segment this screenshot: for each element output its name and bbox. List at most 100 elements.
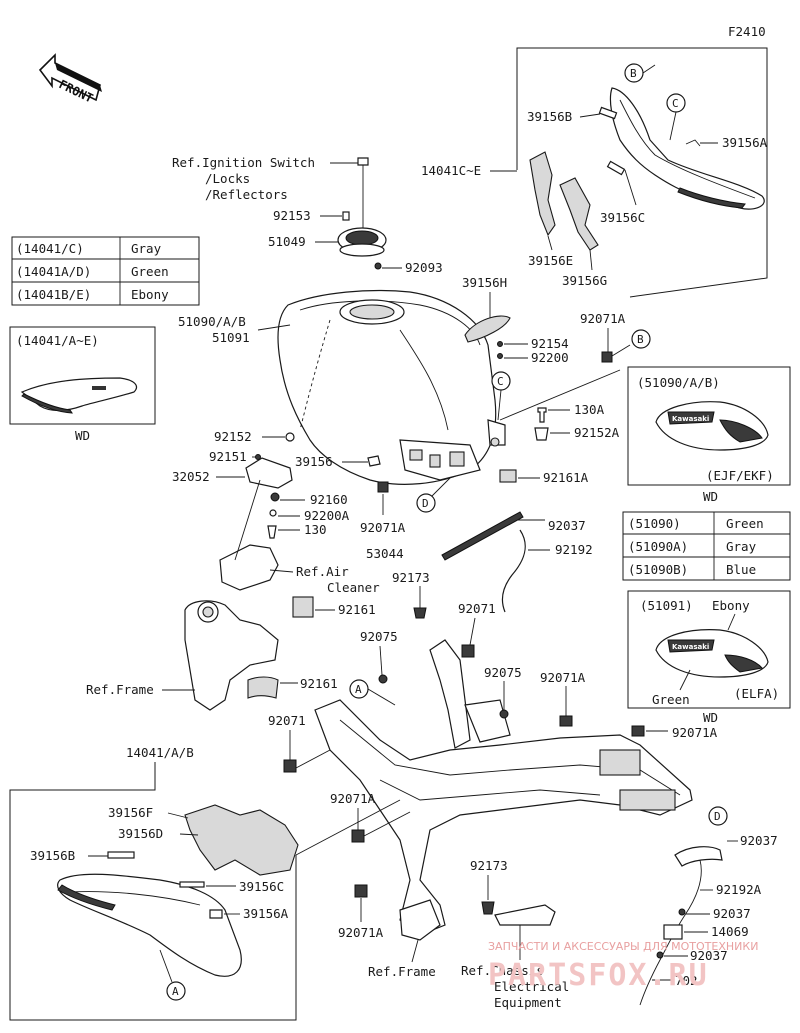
label-39156C-low: 39156C (239, 879, 284, 894)
inset-tank2-color-bottom: Green (652, 692, 690, 707)
inset-cover-caption: WD (75, 428, 90, 443)
circle-label-c-2: C (497, 375, 504, 388)
label-92037-r3: 92037 (690, 948, 728, 963)
label-92192A: 92192A (716, 882, 762, 897)
watermark-line2: PARTSFOX.RU (488, 958, 709, 993)
label-92071-left: 92071 (268, 713, 306, 728)
label-53044: 53044 (366, 546, 404, 561)
label-92075-right: 92075 (484, 665, 522, 680)
cover-color-3: Ebony (131, 287, 169, 302)
label-39156B-low: 39156B (30, 848, 75, 863)
ref-frame-bottom: Ref.Frame (368, 964, 436, 979)
label-92173-bottom: 92173 (470, 858, 508, 873)
label-39156E: 39156E (528, 253, 573, 268)
label-39156A-top: 39156A (722, 135, 768, 150)
label-92071A-top: 92071A (580, 311, 626, 326)
circle-label-d-2: D (714, 810, 721, 823)
circle-label-b: B (630, 67, 637, 80)
label-39156G: 39156G (562, 273, 607, 288)
label-130A: 130A (574, 402, 605, 417)
inset-tank-1: (51090/A/B) Kawasaki (EJF/EKF) WD (627, 366, 791, 504)
label-92161A: 92161A (543, 470, 589, 485)
tank-color-3: Blue (726, 562, 756, 577)
ref-air-2: Cleaner (327, 580, 380, 595)
frame-front: Ref.Frame (86, 600, 279, 711)
inset-tank2-color-top: Ebony (712, 598, 750, 613)
label-92151: 92151 (209, 449, 247, 464)
label-702: 702 (675, 973, 698, 988)
inset-tank1-title: (51090/A/B) (637, 375, 720, 390)
svg-text:Kawasaki: Kawasaki (672, 643, 709, 651)
label-92152: 92152 (214, 429, 252, 444)
inset-tank2-caption: WD (703, 710, 718, 725)
circle-label-b-2: B (637, 333, 644, 346)
tank-color-2: Gray (726, 539, 757, 554)
label-92161-upper: 92161 (338, 602, 376, 617)
tank-code-3: (51090B) (628, 562, 688, 577)
circle-label-a-2: A (172, 985, 179, 998)
label-92071-mid: 92071 (458, 601, 496, 616)
watermark: ЗАПЧАСТИ И АКСЕССУАРЫ ДЛЯ МОТОТЕХНИКИ PA… (488, 940, 758, 993)
label-39156: 39156 (295, 454, 333, 469)
tank-color-1: Green (726, 516, 764, 531)
label-92200: 92200 (531, 350, 569, 365)
label-92200A: 92200A (304, 508, 350, 523)
cover-code-3: (14041B/E) (16, 287, 91, 302)
label-92071A-right: 92071A (540, 670, 586, 685)
ref-frame-left: Ref.Frame (86, 682, 154, 697)
inset-tank1-caption: WD (703, 489, 718, 504)
label-39156C-top: 39156C (600, 210, 645, 225)
ref-air-1: Ref.Air (296, 564, 349, 579)
ref-ignition-3: /Reflectors (205, 187, 288, 202)
ref-ignition-2: /Locks (205, 171, 250, 186)
inset-tank1-note: (EJF/EKF) (706, 468, 774, 483)
cover-color-1: Gray (131, 241, 162, 256)
label-14041AB: 14041/A/B (126, 745, 194, 760)
inset-tank2-note: (ELFA) (734, 686, 779, 701)
label-51049: 51049 (268, 234, 306, 249)
label-92154: 92154 (531, 336, 569, 351)
label-39156D: 39156D (118, 826, 163, 841)
label-92093: 92093 (405, 260, 443, 275)
tank-code-1: (51090) (628, 516, 681, 531)
label-39156F: 39156F (108, 805, 153, 820)
cover-code-1: (14041/C) (16, 241, 84, 256)
label-92037-r2: 92037 (713, 906, 751, 921)
circle-label-d: D (422, 497, 429, 510)
label-130: 130 (304, 522, 327, 537)
color-table-tank: (51090) Green (51090A) Gray (51090B) Blu… (622, 511, 791, 581)
inset-cover-title: (14041/A~E) (16, 333, 99, 348)
label-92160: 92160 (310, 492, 348, 507)
ref-ignition-1: Ref.Ignition Switch (172, 155, 315, 170)
label-92192: 92192 (555, 542, 593, 557)
label-92071A-low2: 92071A (338, 925, 384, 940)
circle-label-c: C (672, 97, 679, 110)
figure-code: F2410 (728, 24, 766, 39)
ref-chassis-3: Equipment (494, 995, 562, 1010)
svg-text:Kawasaki: Kawasaki (672, 415, 709, 423)
cover-group-bottom: 14041/A/B 39156F 39156D 39156B 39156C 39… (9, 745, 401, 1021)
watermark-line1: ЗАПЧАСТИ И АКСЕССУАРЫ ДЛЯ МОТОТЕХНИКИ (488, 940, 758, 953)
air-cleaner-bracket: Ref.Air Cleaner (219, 479, 380, 595)
cover-group-top: 14041C~E B C 39156B 39156A 39156C 39156E… (421, 47, 768, 298)
label-51091: 51091 (212, 330, 250, 345)
ref-chassis-2: Electrical (494, 979, 569, 994)
inset-tank-2: (51091) Ebony Kawasaki Green (ELFA) WD (627, 590, 791, 725)
label-92075-left: 92075 (360, 629, 398, 644)
fuel-tank: 51090/A/B 51091 (178, 289, 497, 485)
label-92161-lower: 92161 (300, 676, 338, 691)
label-51090: 51090/A/B (178, 314, 246, 329)
tank-code-2: (51090A) (628, 539, 688, 554)
cover-code-2: (14041A/D) (16, 264, 91, 279)
fuel-cap: 92153 51049 92093 (268, 208, 443, 275)
cover-color-2: Green (131, 264, 169, 279)
circle-label-a: A (355, 683, 362, 696)
ref-chassis-1: Ref.Chassis (461, 963, 544, 978)
label-39156A-low: 39156A (243, 906, 289, 921)
label-14069: 14069 (711, 924, 749, 939)
inset-cover: (14041/A~E) WD (9, 326, 156, 443)
frame-main: Ref.Frame (314, 639, 693, 979)
color-table-cover: (14041/C) Gray (14041A/D) Green (14041B/… (11, 236, 200, 306)
label-92071A-mid: 92071A (360, 520, 406, 535)
